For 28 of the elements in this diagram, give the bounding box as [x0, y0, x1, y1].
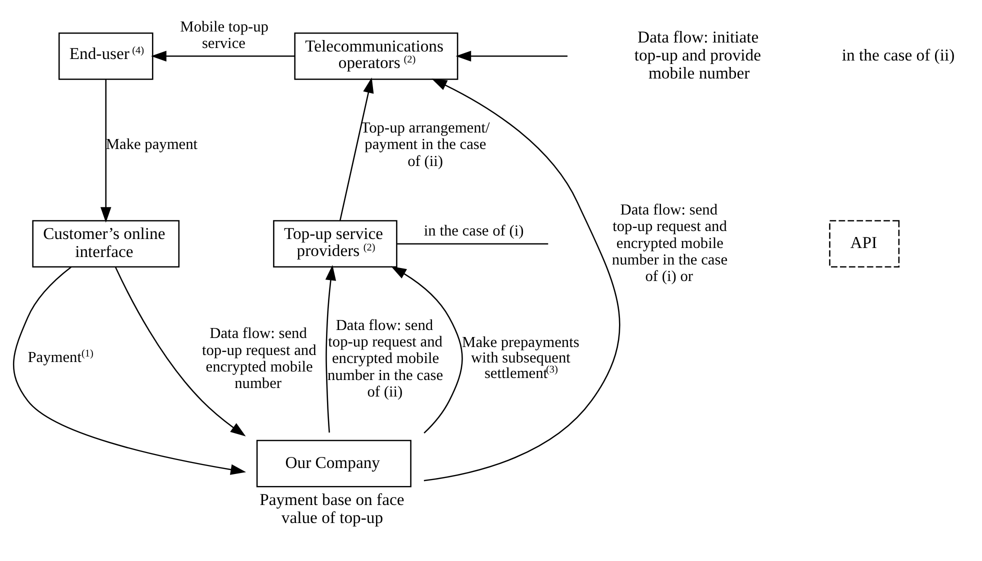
node-box: End-user$^{(4)}$ [58, 32, 154, 80]
node-box: Our Company [256, 439, 412, 487]
label: in the case of (ii) [842, 45, 955, 64]
node-label: Payment base on face value of top-up [260, 490, 404, 527]
arrow [151, 50, 295, 62]
arrow [339, 77, 374, 220]
edge-label: Top-up arrangement/ payment in the case of (ii) [360, 119, 490, 170]
edge-label: Data flow: send top-up request and encrypted mobile number in the case of (ii) [328, 316, 444, 400]
edge-label: in the case of (i) [424, 222, 524, 240]
node-box: API [829, 220, 900, 268]
arrow [325, 264, 336, 432]
edge-label: Make prepayments with subsequent settlement$^{(3)}$ [462, 334, 580, 382]
edge-label: Mobile top-up service [180, 18, 268, 52]
arrow [424, 78, 620, 481]
edge-label: Payment$^{(1)}$ [28, 348, 94, 366]
arrow [13, 266, 246, 474]
node-box: Telecommunications operators$^{(2)}$ [294, 32, 458, 80]
node-box: Customer’s online interface [32, 220, 180, 268]
connector [397, 242, 548, 244]
node-box: Top-up service providers$^{(2)}$ [273, 220, 398, 268]
label: Data flow: initiate top-up and provide mobile number [634, 27, 761, 82]
edge-label: Data flow: send top-up request and encrypted mobile number [202, 324, 316, 392]
edge-label: Make payment [106, 136, 198, 153]
arrow [456, 50, 568, 62]
arrow [390, 266, 463, 433]
arrow [100, 78, 112, 222]
arrow [115, 266, 246, 436]
edge-label: Data flow: send top-up request and encrypted mobile number in the case of (i) or [612, 201, 728, 285]
